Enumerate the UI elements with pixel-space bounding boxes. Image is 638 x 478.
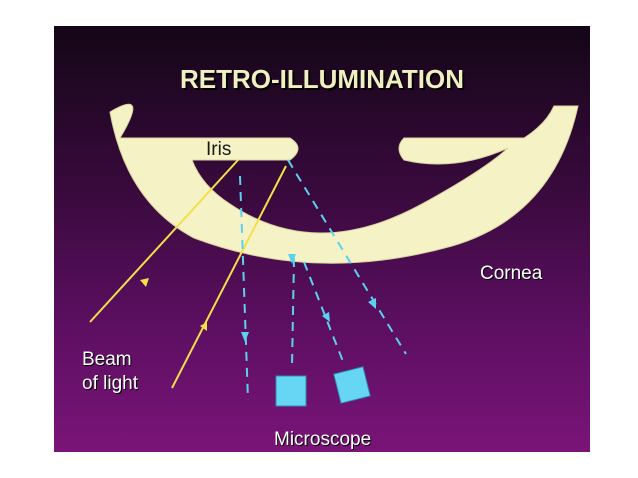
microscope-objective-left [275, 375, 307, 407]
beam-label-line-2: of light [82, 372, 138, 394]
reflected-ray-4 [303, 261, 345, 365]
reflected-arrow-3 [368, 298, 376, 309]
reflected-arrow-2 [288, 254, 296, 264]
reflected-rays [239, 159, 407, 401]
slide-title: RETRO-ILLUMINATION [179, 64, 465, 94]
reflected-arrow-4 [322, 312, 330, 322]
light-beam-arrow-1 [140, 278, 149, 287]
reflected-arrow-1 [241, 332, 249, 342]
light-beam-ray-2 [171, 165, 287, 389]
reflected-ray-1 [239, 175, 249, 401]
beam-label-line-1: Beam [82, 349, 132, 370]
beam-of-light-label: Beam of light [82, 348, 138, 396]
reflected-ray-3 [287, 159, 407, 355]
diagram-canvas [89, 103, 579, 407]
slide: RETRO-ILLUMINATION Iris Cornea Beam of l… [54, 26, 590, 452]
iris-label: Iris [206, 139, 232, 160]
light-beam-ray-1 [89, 159, 239, 323]
reflected-ray-2 [291, 257, 295, 367]
microscope-objective-right [333, 366, 371, 404]
light-beam-arrow-2 [200, 322, 207, 331]
microscope-label: Microscope [274, 429, 372, 450]
reflected-ray-arrows [241, 254, 376, 342]
cornea-shape [109, 103, 579, 264]
light-beam-rays [89, 159, 287, 389]
cornea-label: Cornea [480, 263, 543, 284]
